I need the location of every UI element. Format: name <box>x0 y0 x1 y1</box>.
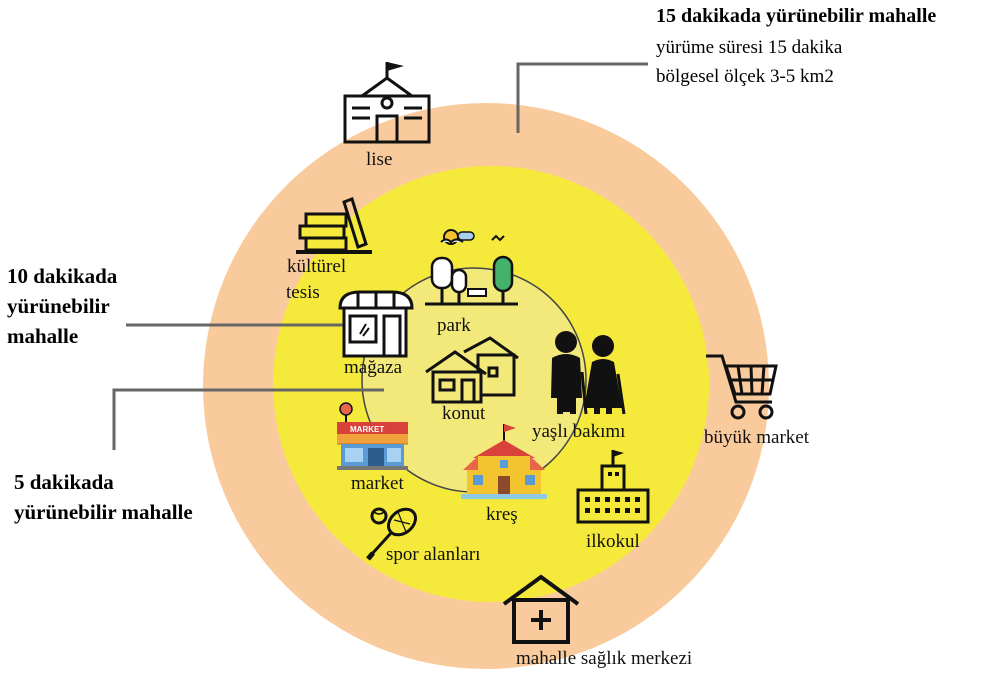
label-magaza: mağaza <box>344 357 403 378</box>
park-icon <box>425 229 518 306</box>
label-market: market <box>351 473 404 494</box>
label-saglik-merkezi: mahalle sağlık merkezi <box>516 648 692 669</box>
leader-line-15 <box>516 62 648 133</box>
primary-school-icon <box>576 450 650 524</box>
label-konut: konut <box>442 403 486 424</box>
store-icon <box>338 290 414 358</box>
label-park: park <box>437 315 471 336</box>
legend-5-line2: yürünebilir mahalle <box>14 500 193 524</box>
legend-15-line2: bölgesel ölçek 3-5 km2 <box>656 66 834 87</box>
legend-15-line1: yürüme süresi 15 dakika <box>656 37 843 58</box>
label-yasli-bakimi: yaşlı bakımı <box>532 421 625 442</box>
legend-10-line3: mahalle <box>7 324 78 348</box>
houses-icon <box>425 336 519 404</box>
elderly-couple-icon <box>551 331 626 415</box>
label-buyuk-market: büyük market <box>704 427 810 448</box>
label-spor-alanlari: spor alanları <box>386 544 480 565</box>
legend-10-line1: 10 dakikada <box>7 264 118 288</box>
legend-5-line1: 5 dakikada <box>14 470 114 494</box>
kindergarten-icon <box>461 424 547 499</box>
label-kres: kreş <box>486 504 518 525</box>
label-kulturel: kültürel <box>287 256 346 277</box>
school-building-icon <box>343 62 431 144</box>
label-ilkokul: ilkokul <box>586 531 640 552</box>
books-icon <box>296 197 372 254</box>
health-center-icon <box>502 574 580 644</box>
leader-line-5 <box>112 388 384 450</box>
shopping-cart-icon <box>706 354 778 420</box>
market-sign-text: MARKET <box>350 425 384 434</box>
tennis-racket-icon <box>366 507 417 561</box>
label-tesis: tesis <box>286 282 320 303</box>
legend-15-title: 15 dakikada yürünebilir mahalle <box>656 5 936 27</box>
label-lise: lise <box>366 149 392 170</box>
market-icon <box>337 402 408 470</box>
legend-10-line2: yürünebilir <box>7 294 110 318</box>
